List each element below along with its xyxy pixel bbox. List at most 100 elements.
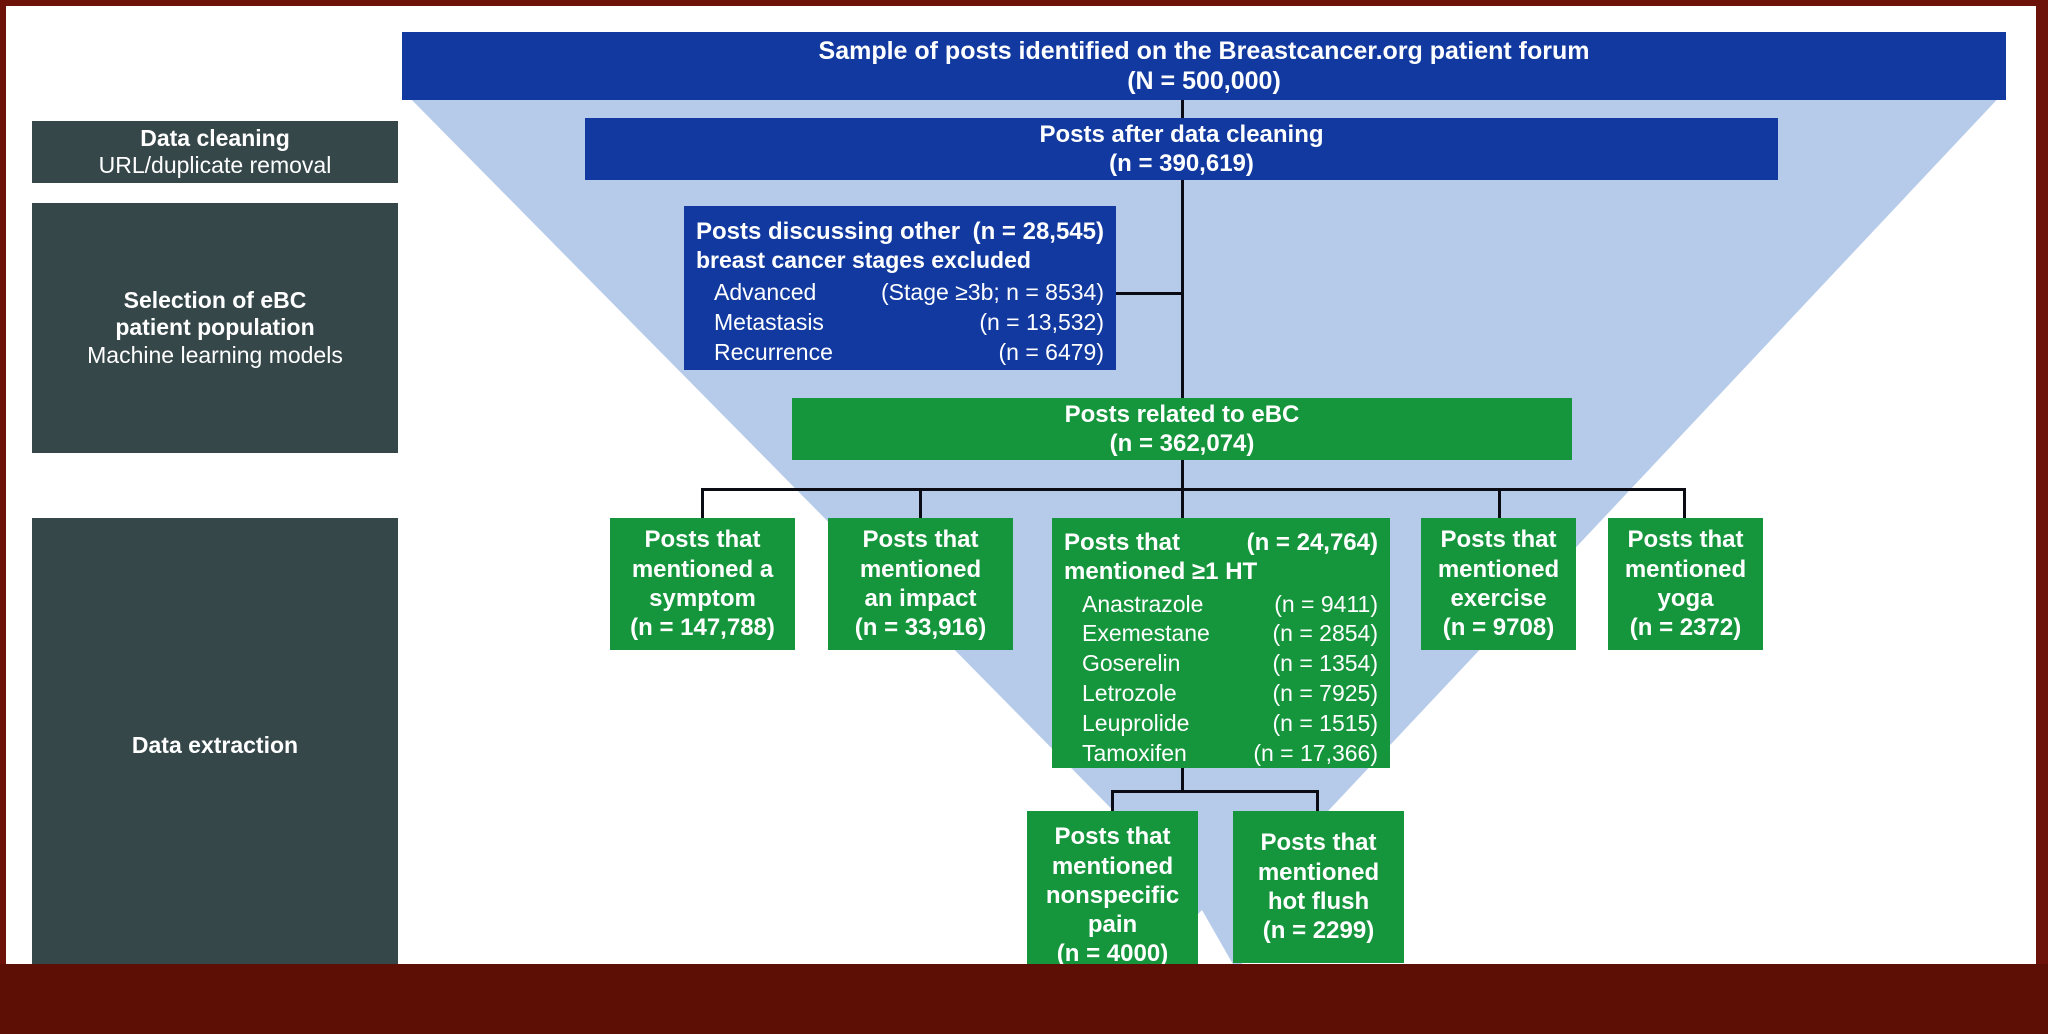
node-exercise: Posts that mentioned exercise (n = 9708) <box>1421 518 1576 650</box>
node-yoga-count: (n = 2372) <box>1629 614 1742 642</box>
node-yoga-line3: yoga <box>1657 585 1714 612</box>
node-symptom-line3: symptom <box>649 585 756 612</box>
node-cleaning: Posts after data cleaning (n = 390,619) <box>585 118 1778 180</box>
node-symptom-line1: Posts that <box>644 526 761 554</box>
excluded-item-label: Metastasis <box>714 308 824 335</box>
stage-title-line1: Selection of eBC <box>123 287 307 314</box>
excluded-item-label: Recurrence <box>714 338 833 365</box>
excluded-item-value: (n = 6479) <box>998 338 1105 365</box>
excluded-item-value: (Stage ≥3b; n = 8534) <box>881 278 1104 305</box>
connector-drop-symptom <box>701 488 704 518</box>
node-yoga: Posts that mentioned yoga (n = 2372) <box>1608 518 1763 650</box>
node-cleaning-count: (n = 390,619) <box>1109 150 1254 177</box>
list-item: Anastrazole (n = 9411) <box>1064 590 1378 620</box>
ht-item-label: Exemestane <box>1082 620 1210 647</box>
connector-sample-to-cleaning <box>1181 100 1184 120</box>
ht-item-value: (n = 7925) <box>1272 680 1379 707</box>
ht-item-value: (n = 1354) <box>1272 650 1379 677</box>
node-impact-line1: Posts that <box>862 526 979 554</box>
ht-item-value: (n = 17,366) <box>1253 739 1378 766</box>
node-excluded-label: Posts discussing other <box>696 218 961 245</box>
node-pain-count: (n = 4000) <box>1056 940 1169 964</box>
stage-title: Data cleaning <box>140 124 290 151</box>
connector-exclusion-branch <box>1115 292 1183 295</box>
connector-distributor-bar <box>701 488 1686 491</box>
connector-bottom-bar <box>1111 790 1319 793</box>
node-impact-line3: an impact <box>864 585 977 612</box>
node-pain-line1: Posts that <box>1054 823 1171 851</box>
list-item: Recurrence (n = 6479) <box>696 338 1104 368</box>
stage-data-extraction: Data extraction <box>32 518 398 964</box>
node-sample-count: (N = 500,000) <box>1127 67 1281 95</box>
ht-item-list: Anastrazole (n = 9411) Exemestane (n = 2… <box>1064 590 1378 769</box>
list-item: Leuprolide (n = 1515) <box>1064 709 1378 739</box>
node-hotflush-line2: mentioned <box>1257 858 1380 886</box>
connector-drop-exercise <box>1498 488 1501 518</box>
ht-item-label: Goserelin <box>1082 650 1181 677</box>
ht-item-label: Leuprolide <box>1082 710 1190 737</box>
node-sample: Sample of posts identified on the Breast… <box>402 32 2006 100</box>
node-cleaning-label: Posts after data cleaning <box>1039 120 1324 148</box>
ht-item-label: Letrozole <box>1082 680 1177 707</box>
stage-subtitle: URL/duplicate removal <box>98 152 332 178</box>
list-item: Goserelin (n = 1354) <box>1064 649 1378 679</box>
list-item: Advanced (Stage ≥3b; n = 8534) <box>696 278 1104 308</box>
list-item: Exemestane (n = 2854) <box>1064 619 1378 649</box>
bottom-frame-band <box>0 964 2048 1034</box>
node-nonspecific-pain: Posts that mentioned nonspecific pain (n… <box>1027 811 1198 964</box>
list-item: Letrozole (n = 7925) <box>1064 679 1378 709</box>
node-excluded-count: (n = 28,545) <box>972 218 1104 245</box>
node-yoga-line1: Posts that <box>1627 526 1744 554</box>
node-ht-label: Posts that <box>1064 529 1181 556</box>
figure-canvas: Data cleaning URL/duplicate removal Sele… <box>6 6 2036 964</box>
ht-item-value: (n = 9411) <box>1274 590 1378 617</box>
node-excluded-label-line2: breast cancer stages excluded <box>696 247 1031 274</box>
node-symptom: Posts that mentioned a symptom (n = 147,… <box>610 518 795 650</box>
connector-cleaning-to-ebc <box>1181 180 1184 400</box>
connector-drop-yoga <box>1683 488 1686 518</box>
node-exercise-line1: Posts that <box>1440 526 1557 554</box>
node-hotflush-line1: Posts that <box>1260 829 1377 857</box>
node-hotflush-line3: hot flush <box>1267 888 1370 915</box>
stage-selection: Selection of eBC patient population Mach… <box>32 203 398 453</box>
node-ht: Posts that (n = 24,764) mentioned ≥1 HT … <box>1052 518 1390 768</box>
node-ht-count: (n = 24,764) <box>1246 529 1378 556</box>
stage-title-line2: patient population <box>115 314 315 341</box>
node-impact-count: (n = 33,916) <box>854 614 987 642</box>
excluded-item-value: (n = 13,532) <box>979 308 1104 335</box>
node-ebc: Posts related to eBC (n = 362,074) <box>792 398 1572 460</box>
node-impact: Posts that mentioned an impact (n = 33,9… <box>828 518 1013 650</box>
ht-item-value: (n = 1515) <box>1272 710 1379 737</box>
node-hot-flush: Posts that mentioned hot flush (n = 2299… <box>1233 811 1404 963</box>
node-hotflush-count: (n = 2299) <box>1262 917 1375 945</box>
excluded-item-label: Advanced <box>714 278 817 305</box>
node-exercise-line2: mentioned <box>1437 555 1560 583</box>
node-pain-line3: nonspecific <box>1045 881 1180 909</box>
node-pain-line4: pain <box>1087 911 1138 939</box>
connector-drop-hotflush <box>1316 790 1319 812</box>
ht-item-value: (n = 2854) <box>1272 620 1379 647</box>
ht-item-label: Anastrazole <box>1082 590 1204 617</box>
list-item: Metastasis (n = 13,532) <box>696 308 1104 338</box>
connector-drop-ht <box>1181 488 1184 518</box>
ht-item-label: Tamoxifen <box>1082 739 1187 766</box>
node-pain-line2: mentioned <box>1051 852 1174 880</box>
node-excluded: Posts discussing other (n = 28,545) brea… <box>684 206 1116 370</box>
node-ht-label-line2: mentioned ≥1 HT <box>1064 558 1258 586</box>
node-exercise-count: (n = 9708) <box>1442 614 1555 642</box>
connector-ht-down <box>1181 768 1184 790</box>
connector-drop-pain <box>1111 790 1114 812</box>
node-ebc-label: Posts related to eBC <box>1064 400 1300 428</box>
node-ebc-count: (n = 362,074) <box>1109 430 1255 457</box>
node-symptom-line2: mentioned a <box>631 555 774 583</box>
node-impact-line2: mentioned <box>859 555 982 583</box>
stage-subtitle: Machine learning models <box>87 341 343 368</box>
node-symptom-count: (n = 147,788) <box>630 614 775 642</box>
excluded-item-list: Advanced (Stage ≥3b; n = 8534) Metastasi… <box>696 278 1104 368</box>
node-exercise-line3: exercise <box>1450 585 1547 612</box>
stage-title: Data extraction <box>131 732 299 759</box>
stage-data-cleaning: Data cleaning URL/duplicate removal <box>32 121 398 183</box>
node-yoga-line2: mentioned <box>1624 555 1747 583</box>
connector-drop-impact <box>919 488 922 518</box>
node-sample-label: Sample of posts identified on the Breast… <box>818 36 1590 65</box>
